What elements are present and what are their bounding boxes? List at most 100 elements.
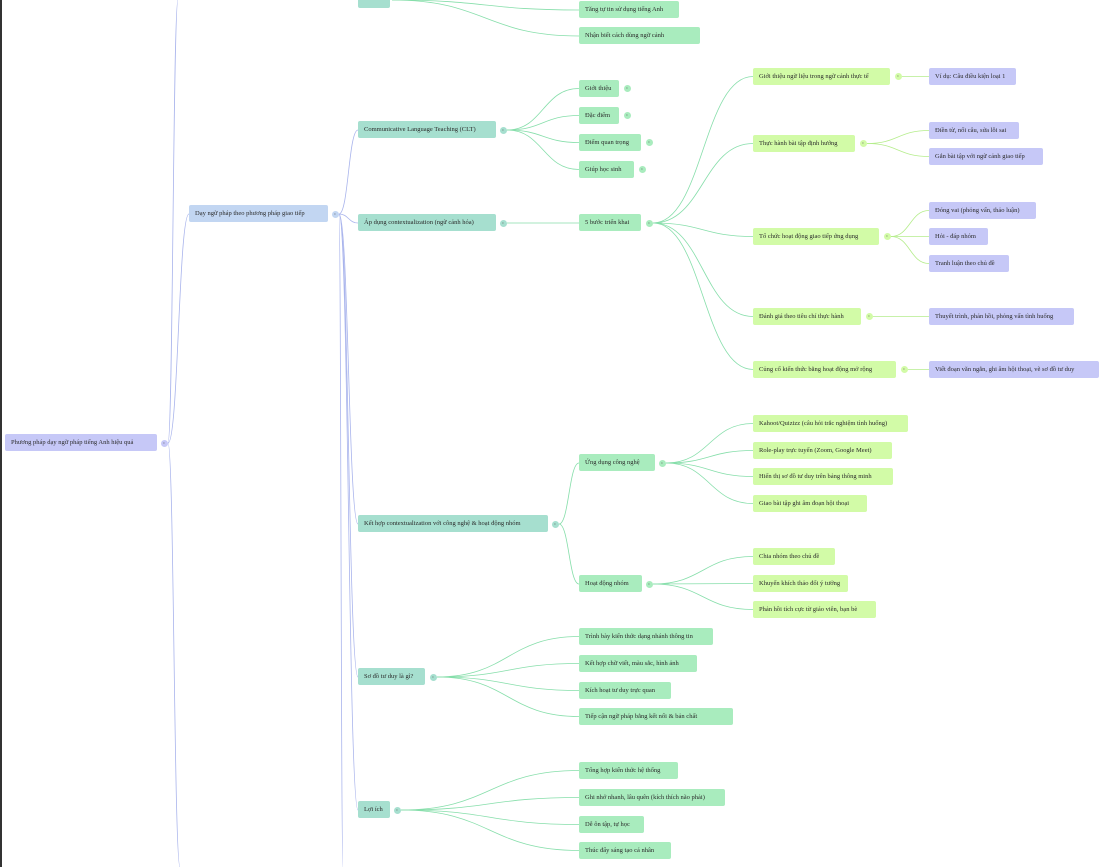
step-toggle-3[interactable]: ‹ [883, 233, 891, 240]
node-what-is-mindmap[interactable]: Sơ đồ tư duy là gì? [358, 668, 425, 685]
node-clt[interactable]: Communicative Language Teaching (CLT) [358, 121, 496, 138]
connector-line [652, 556, 754, 585]
connector-line [866, 143, 930, 157]
group-item-0[interactable]: Chia nhóm theo chủ đề [753, 548, 835, 565]
step-1[interactable]: Giới thiệu ngữ liệu trong ngữ cảnh thực … [753, 68, 890, 85]
technology-group-toggle[interactable]: ‹ [551, 520, 559, 528]
clt-child-toggle-3[interactable]: ‹ [638, 166, 646, 173]
connector-line [665, 450, 754, 464]
connector-line [652, 583, 754, 610]
connector-line [436, 636, 580, 678]
connector-line [890, 210, 930, 237]
connector-line [338, 213, 359, 811]
connector-line [652, 583, 754, 585]
node-five-steps[interactable]: 5 bước triển khai [579, 214, 641, 231]
step-toggle-4[interactable]: ‹ [865, 313, 873, 320]
apply-technology-toggle[interactable]: ‹ [658, 459, 666, 467]
step-2[interactable]: Thực hành bài tập định hướng [753, 135, 855, 152]
mindmap-item-1[interactable]: Kết hợp chữ viết, màu sắc, hình ảnh [579, 655, 697, 672]
tech-item-0[interactable]: Kahoot/Quizizz (câu hỏi trắc nghiệm tình… [753, 415, 908, 432]
branch-communicative-toggle[interactable]: ‹ [331, 210, 339, 218]
connector-line [652, 222, 754, 237]
benefits-toggle[interactable]: ‹ [393, 806, 401, 814]
branch-communicative-method[interactable]: Dạy ngữ pháp theo phương pháp giao tiếp [189, 205, 328, 222]
connector-line [338, 213, 344, 867]
connector-line [436, 663, 580, 678]
connector-line [866, 130, 930, 144]
step-3-detail-2[interactable]: Tranh luận theo chủ đề [929, 255, 1009, 272]
clt-child-1[interactable]: Đặc điểm [579, 107, 619, 124]
connector-line [338, 213, 359, 525]
root-collapse-toggle[interactable]: ‹ [160, 439, 168, 447]
connector-line [652, 222, 754, 370]
node-group-activity[interactable]: Hoạt động nhóm [579, 575, 642, 592]
tech-item-2[interactable]: Hiển thị sơ đồ tư duy trên bảng thông mi… [753, 468, 893, 485]
connector-line [167, 213, 190, 444]
node-benefits[interactable]: Lợi ích [358, 801, 390, 818]
contextualization-toggle[interactable]: ‹ [499, 219, 507, 227]
clt-child-2[interactable]: Điểm quan trọng [579, 134, 641, 151]
step-toggle-2[interactable]: ‹ [859, 140, 867, 147]
clt-child-3[interactable]: Giúp học sinh [579, 161, 634, 178]
connector-line [338, 213, 359, 678]
step-5[interactable]: Củng cố kiến thức bằng hoạt động mở rộng [753, 361, 896, 378]
connector-line [400, 770, 580, 811]
step-5-detail-0[interactable]: Viết đoạn văn ngắn, ghi âm hội thoại, vẽ… [929, 361, 1099, 378]
step-4[interactable]: Đánh giá theo tiêu chí thực hành [753, 308, 861, 325]
mindmap-item-0[interactable]: Trình bày kiến thức dạng nhánh thông tin [579, 628, 713, 645]
node-technology-group[interactable]: Kết hợp contextualization với công nghệ … [358, 515, 548, 532]
connector-line [665, 462, 754, 504]
mindmap-item-3[interactable]: Tiếp cận ngữ pháp bằng kết nối & bản chấ… [579, 708, 733, 725]
connector-line [436, 676, 580, 717]
step-3[interactable]: Tổ chức hoạt động giao tiếp ứng dụng [753, 228, 879, 245]
step-toggle-5[interactable]: ‹ [900, 366, 908, 373]
connector-line [436, 676, 580, 691]
clt-child-toggle-2[interactable]: ‹ [645, 139, 653, 146]
step-1-detail-0[interactable]: Ví dụ: Câu điều kiện loại 1 [929, 68, 1016, 85]
step-3-detail-1[interactable]: Hỏi - đáp nhóm [929, 228, 988, 245]
tech-item-3[interactable]: Giao bài tập ghi âm đoạn hội thoại [753, 495, 867, 512]
what-is-mindmap-toggle[interactable]: ‹ [429, 673, 437, 681]
step-3-detail-0[interactable]: Đóng vai (phỏng vấn, thảo luận) [929, 202, 1036, 219]
step-toggle-1[interactable]: ‹ [894, 73, 902, 80]
connector-line [400, 809, 580, 825]
clt-child-toggle-0[interactable]: ‹ [623, 85, 631, 92]
benefit-item-2[interactable]: Dễ ôn tập, tự học [579, 816, 644, 833]
connector-line [665, 462, 754, 477]
mindmap-item-2[interactable]: Kích hoạt tư duy trực quan [579, 682, 671, 699]
root-node[interactable]: Phương pháp dạy ngữ pháp tiếng Anh hiệu … [5, 434, 157, 451]
node-contextualization[interactable]: Áp dụng contextualization (ngữ cảnh hóa) [358, 214, 496, 231]
connector-line [665, 423, 754, 464]
node-apply-technology[interactable]: Ứng dụng công nghệ [579, 454, 655, 471]
connector-line [400, 809, 580, 851]
benefit-item-0[interactable]: Tổng hợp kiến thức hệ thống [579, 762, 678, 779]
node-confidence[interactable]: Tăng tự tin sử dụng tiếng Anh [579, 1, 679, 18]
connector-line [558, 462, 580, 525]
connector-line [391, 0, 580, 37]
benefit-item-3[interactable]: Thúc đẩy sáng tạo cá nhân [579, 842, 671, 859]
step-4-detail-0[interactable]: Thuyết trình, phản hồi, phỏng vấn tình h… [929, 308, 1074, 325]
group-item-2[interactable]: Phản hồi tích cực từ giáo viên, bạn bè [753, 601, 876, 618]
connector-line [506, 88, 580, 131]
clt-child-0[interactable]: Giới thiệu [579, 80, 619, 97]
clt-toggle[interactable]: ‹ [499, 126, 507, 134]
connector-line [652, 222, 754, 317]
five-steps-toggle[interactable]: ‹ [645, 219, 653, 227]
window-edge [0, 0, 2, 867]
benefit-item-1[interactable]: Ghi nhớ nhanh, lâu quên (kích thích não … [579, 789, 725, 806]
connector-line [506, 129, 580, 170]
step-2-detail-1[interactable]: Gắn bài tập với ngữ cảnh giao tiếp [929, 148, 1043, 165]
connector-line [652, 143, 754, 224]
connector-line [400, 797, 580, 811]
group-activity-toggle[interactable]: ‹ [645, 580, 653, 588]
connector-line [167, 0, 179, 444]
clt-child-toggle-1[interactable]: ‹ [623, 112, 631, 119]
step-2-detail-0[interactable]: Điền từ, nối câu, sửa lỗi sai [929, 122, 1019, 139]
connector-line [338, 213, 359, 224]
connector-line [652, 76, 754, 224]
node-partial-top[interactable] [358, 0, 390, 8]
node-context-usage[interactable]: Nhận biết cách dùng ngữ cảnh [579, 27, 700, 44]
connector-line [558, 523, 580, 585]
group-item-1[interactable]: Khuyến khích thảo đổi ý tưởng [753, 575, 848, 592]
tech-item-1[interactable]: Role-play trực tuyến (Zoom, Google Meet) [753, 442, 892, 459]
